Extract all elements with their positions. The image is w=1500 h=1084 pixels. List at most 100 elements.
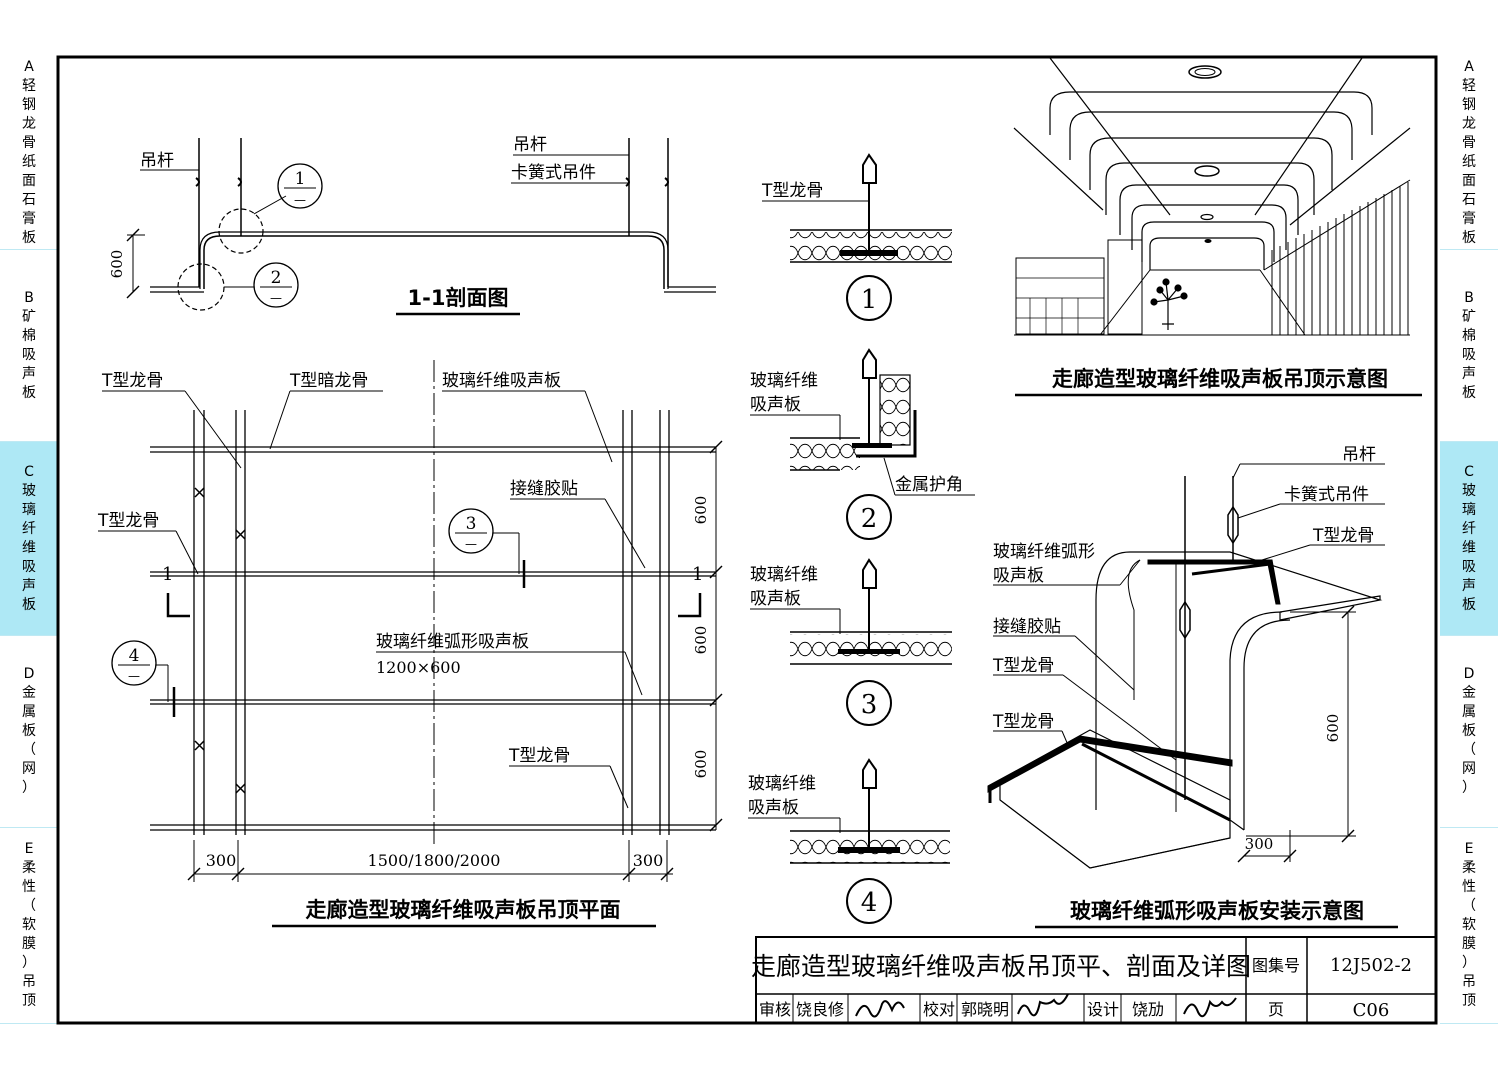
reviewer-name: 饶良修 xyxy=(796,1000,844,1019)
detail-1-label: T型龙骨 xyxy=(761,181,823,201)
section-tab-letter: A xyxy=(24,58,34,75)
page-label: 页 xyxy=(1268,1000,1284,1019)
section-tab-char: 板 xyxy=(22,596,36,613)
check-label: 校对 xyxy=(923,1000,955,1019)
callout-1-number: 1 xyxy=(295,169,306,189)
detail-4-number: 4 xyxy=(861,888,878,918)
callout-4-number: 4 xyxy=(129,646,140,666)
checker-signature xyxy=(1017,993,1069,1017)
section-tab-letter: C xyxy=(1464,463,1474,480)
detail-4-label-line1: 玻璃纤维 xyxy=(748,774,816,794)
section-tab-char: 性 xyxy=(22,879,36,895)
section-tab-char: 膏 xyxy=(22,210,36,227)
callout-3-number: 3 xyxy=(466,514,477,534)
section-tab-char: ） xyxy=(22,780,36,796)
section-tab-char: 膏 xyxy=(1462,210,1476,227)
callout-4-dash: — xyxy=(128,669,140,683)
label-hanger-left: 吊杆 xyxy=(140,151,174,171)
section-tab-char: 纸 xyxy=(22,153,36,170)
section-tab-char: 吸 xyxy=(1462,558,1476,575)
detail-3-label-line2: 吸声板 xyxy=(750,589,801,609)
section-tab-char: 属 xyxy=(1462,704,1476,720)
section-tab-char: 膜 xyxy=(1462,936,1476,952)
section-tab-char: 骨 xyxy=(1462,134,1476,151)
drawing-frame xyxy=(56,55,1438,1025)
section-tab-char: 石 xyxy=(22,191,36,208)
label-plan-t-keel-top: T型龙骨 xyxy=(101,371,163,391)
designer-signature xyxy=(1183,997,1237,1018)
section-tab-char: 矿 xyxy=(1462,308,1476,325)
section-tab-letter: B xyxy=(1464,289,1474,306)
section-tab-char: 软 xyxy=(1462,917,1476,933)
title-block: 走廊造型玻璃纤维吸声板吊顶平、剖面及详图 图集号 12J502-2 审核 饶良修… xyxy=(751,936,1437,1024)
section-tab-char: 吸 xyxy=(22,558,36,575)
install-label-t-keel-mid: T型龙骨 xyxy=(992,656,1054,676)
section-tab-char: （ xyxy=(1462,742,1476,758)
cut-mark-left: 1 xyxy=(162,564,173,585)
install-label-t-keel-top: T型龙骨 xyxy=(1312,526,1374,546)
label-arc-panel: 玻璃纤维弧形吸声板 xyxy=(376,632,529,652)
section-tab-char: 膜 xyxy=(22,936,36,952)
section-title: 1-1剖面图 xyxy=(408,286,509,310)
section-tab-letter: D xyxy=(1463,666,1475,682)
corridor-perspective xyxy=(1013,57,1411,336)
dim-plan-300-right: 300 xyxy=(633,851,664,870)
detail-2: 玻璃纤维 吸声板 金属护角 2 xyxy=(750,348,975,540)
section-tab-char: 吊 xyxy=(22,974,36,990)
detail-2-label-line1: 玻璃纤维 xyxy=(750,371,818,391)
plan-view: 1 1 T型龙骨 T型暗龙骨 玻璃纤维吸声板 接缝胶贴 T型龙骨 玻璃纤维弧形吸… xyxy=(97,360,723,928)
page-number: C06 xyxy=(1353,1000,1390,1021)
section-tab-char: 柔 xyxy=(1462,860,1476,876)
section-tab-char: 板 xyxy=(1462,384,1476,401)
detail-2-label-line2: 吸声板 xyxy=(750,395,801,415)
section-tab-char: （ xyxy=(1462,898,1476,914)
section-tab-char: 维 xyxy=(22,539,36,556)
callout-3-dash: — xyxy=(465,537,477,551)
review-label: 审核 xyxy=(759,1000,791,1019)
install-label-hanger: 吊杆 xyxy=(1342,445,1376,465)
section-tab-char: 网 xyxy=(1462,761,1476,777)
section-tab-char: 璃 xyxy=(22,501,36,518)
section-tab-char: 板 xyxy=(22,384,36,401)
section-tab-char: 龙 xyxy=(22,115,36,132)
detail-3-label-line1: 玻璃纤维 xyxy=(750,565,818,585)
section-tab-char: ） xyxy=(22,955,36,971)
callout-2-dash: — xyxy=(270,291,282,305)
section-tab-char: 纤 xyxy=(22,520,36,537)
atlas-label: 图集号 xyxy=(1252,956,1300,975)
install-label-joint: 接缝胶贴 xyxy=(993,617,1061,637)
detail-2-number: 2 xyxy=(861,504,878,534)
section-tab-char: 声 xyxy=(22,577,36,594)
section-tab-char: 柔 xyxy=(22,860,36,876)
section-tab-char: 吸 xyxy=(22,346,36,363)
section-tab-letter: C xyxy=(24,463,34,480)
label-plan-t-keel-left: T型龙骨 xyxy=(97,511,159,531)
section-tab-char: 性 xyxy=(1462,879,1476,895)
section-tab-char: （ xyxy=(22,742,36,758)
section-tab-char: 矿 xyxy=(22,308,36,325)
section-tab-char: 玻 xyxy=(22,482,36,499)
section-tab-char: 璃 xyxy=(1462,501,1476,518)
install-dim-600: 600 xyxy=(1324,714,1342,743)
dim-plan-600-a: 600 xyxy=(692,496,710,525)
design-label: 设计 xyxy=(1087,1000,1119,1019)
detail-4-label-line2: 吸声板 xyxy=(748,798,799,818)
section-tab-char: 钢 xyxy=(1462,96,1476,113)
details-column: T型龙骨 1 玻璃纤维 吸声板 金属护角 2 xyxy=(748,153,975,924)
section-tab-char: 纤 xyxy=(1462,520,1476,537)
detail-1-number: 1 xyxy=(861,285,878,315)
perspective-title: 走廊造型玻璃纤维吸声板吊顶示意图 xyxy=(1052,367,1388,391)
cut-mark-right: 1 xyxy=(692,564,703,585)
section-tab-letter: B xyxy=(24,289,34,306)
label-arc-size: 1200×600 xyxy=(376,658,461,677)
